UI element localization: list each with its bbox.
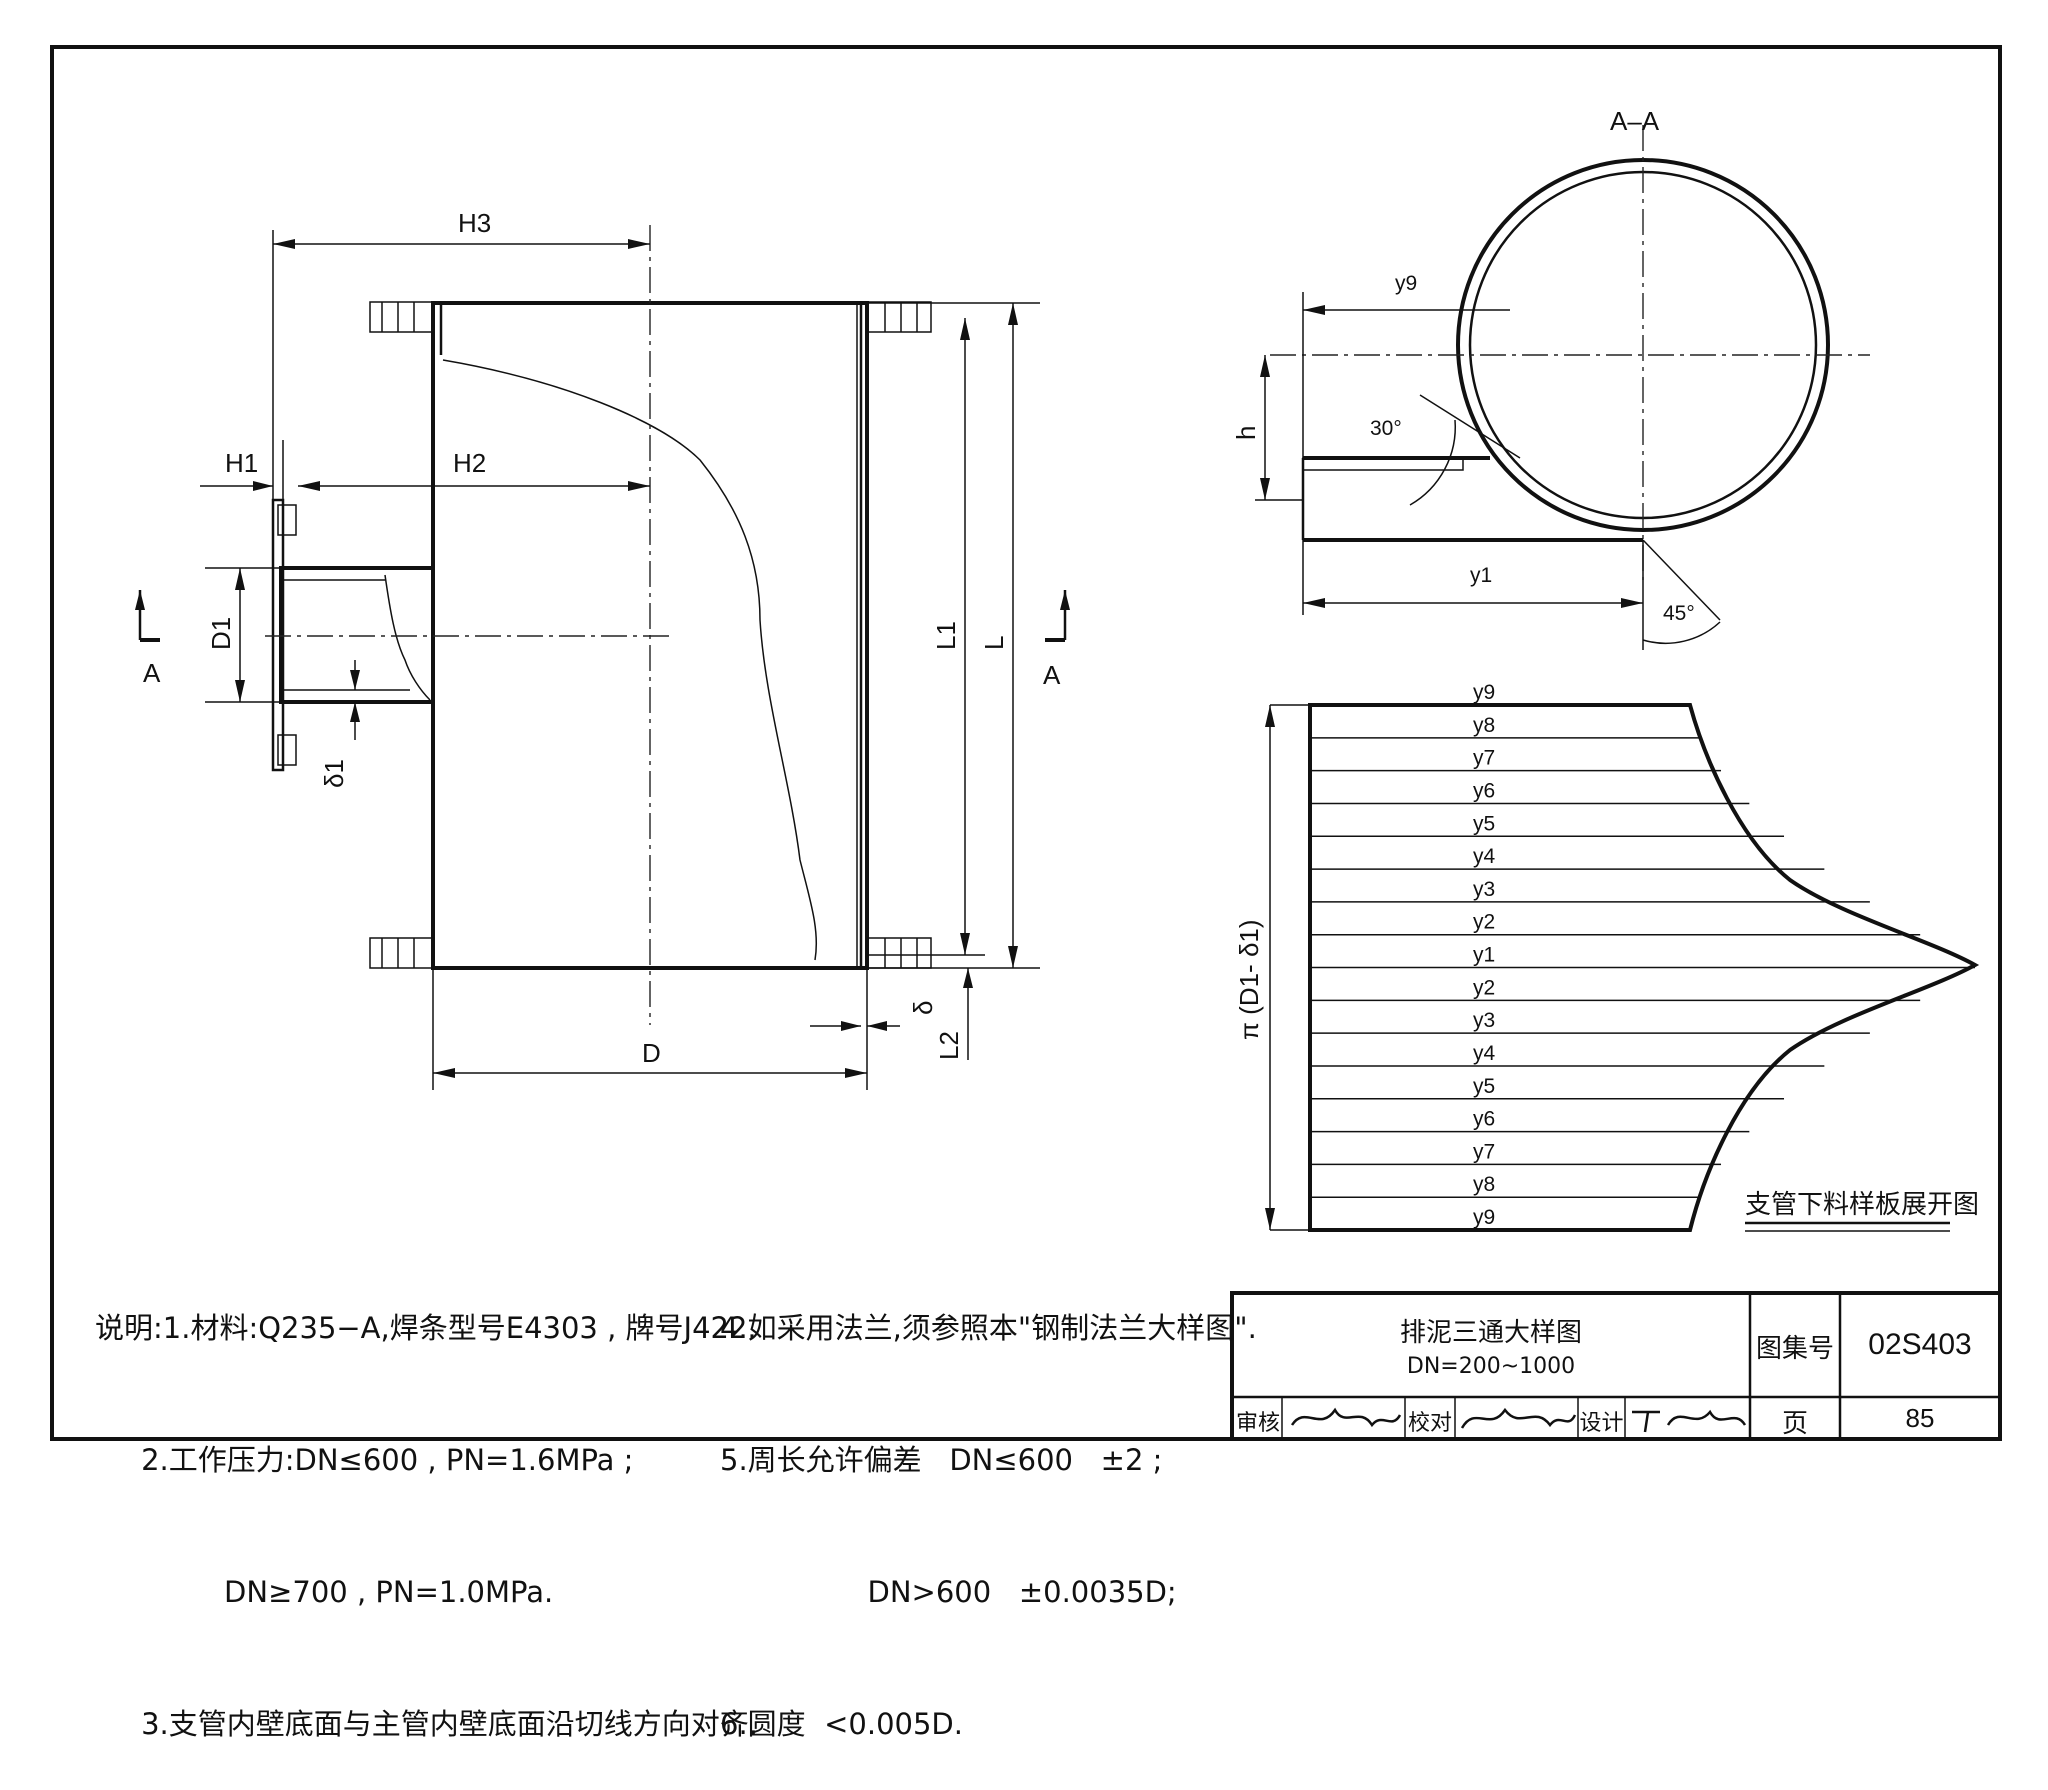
page-number: 85 [1905,1403,1935,1433]
development-row-label: y7 [1473,747,1495,770]
dim-h1-label: H1 [225,448,258,478]
note-line-1: 说明:1.材料:Q235−A,焊条型号E4303 , 牌号J422. [95,1311,757,1345]
notes-left: 说明:1.材料:Q235−A,焊条型号E4303 , 牌号J422. 2.工作压… [95,1218,758,1790]
flange-bolt-bottom-left [369,937,435,969]
development-row-label: y2 [1473,976,1495,999]
check-label: 校对 [1407,1411,1452,1436]
angle-45-label: 45° [1663,602,1695,625]
atlas-label: 图集号 [1755,1334,1834,1364]
development-row-label: y6 [1473,1108,1495,1131]
development-row-label: y5 [1473,812,1495,835]
drawing-border [50,45,2002,1441]
section-title: A–A [1610,106,1660,136]
design-label: 设计 [1579,1411,1624,1436]
drawing-title: 排泥三通大样图 [1399,1318,1582,1348]
note-line-6: 5.周长允许偏差 DN≤600 ±2 ; [720,1443,1163,1477]
development-row-label: y1 [1473,944,1495,967]
development-template [1265,703,1980,1232]
development-row-label: y3 [1473,1009,1495,1032]
development-row-label: y3 [1473,878,1495,901]
dim-h3-label: H3 [458,208,491,238]
note-line-4: 3.支管内壁底面与主管内壁底面沿切线方向对齐. [95,1707,758,1741]
flange-bolt-bottom-right [866,937,932,969]
dim-delta-label: δ [908,1001,938,1015]
development-row-label: y9 [1473,681,1495,704]
flange-bolt-top-right [866,301,932,333]
development-row-label: y2 [1473,911,1495,934]
development-rows: y9 y8 y7 y6 y5 y4 y3 y2 y1 y2 y3 y4 y5 y6 y7 y8 y9 [1310,681,1975,1229]
dim-d-label: D [642,1038,661,1068]
section-a-a [1255,125,1870,650]
dim-delta1-label: δ1 [319,759,349,788]
review-label: 审核 [1235,1411,1280,1436]
branch-flange [271,498,285,772]
notes-right: 4.如采用法兰,须参照本"钢制法兰大样图". 5.周长允许偏差 DN≤600 ±… [720,1218,1257,1790]
angle-30-label: 30° [1370,417,1402,440]
drawing-subtitle: DN=200~1000 [1406,1354,1576,1379]
atlas-number: 02S403 [1868,1328,1972,1361]
development-row-label: y6 [1473,779,1495,802]
section-mark-left: A [143,658,161,688]
dim-l2-label: L2 [934,1031,964,1060]
drawing-canvas: H3 H2 H1 D1 δ1 L1 L δ L2 D A A [50,45,2002,1441]
pi-d1-delta1-label: π (D1- δ1) [1234,919,1264,1040]
dim-h2-label: H2 [453,448,486,478]
dim-d1-label: D1 [206,617,236,650]
title-block [1230,1291,2002,1441]
development-row-label: y4 [1473,845,1496,868]
dim-l-label: L [979,636,1009,650]
tee-front-view [135,225,1070,1090]
development-row-label: y4 [1473,1042,1496,1065]
break-line [442,359,818,961]
dim-l1-label: L1 [931,621,961,650]
page-label: 页 [1781,1409,1808,1439]
note-line-8: 6.圆度 <0.005D. [720,1707,963,1741]
dim-y9-label: y9 [1395,272,1417,295]
development-row-label: y5 [1473,1075,1495,1098]
note-line-7: DN>600 ±0.0035D; [720,1575,1177,1609]
development-row-label: y9 [1473,1206,1495,1229]
development-row-label: y8 [1473,1173,1495,1196]
dim-y1-label: y1 [1470,564,1492,587]
note-line-5: 4.如采用法兰,须参照本"钢制法兰大样图". [720,1311,1257,1345]
note-line-3: DN≥700 , PN=1.0MPa. [95,1575,554,1609]
branch-pipe [279,566,435,704]
development-caption: 支管下料样板展开图 [1745,1190,1979,1220]
section-mark-right: A [1043,660,1061,690]
flange-bolt-top-left [369,301,435,333]
note-line-2: 2.工作压力:DN≤600 , PN=1.6MPa ; [95,1443,634,1477]
development-row-label: y7 [1473,1140,1495,1163]
dim-h-label: h [1231,426,1261,440]
development-row-label: y8 [1473,714,1495,737]
